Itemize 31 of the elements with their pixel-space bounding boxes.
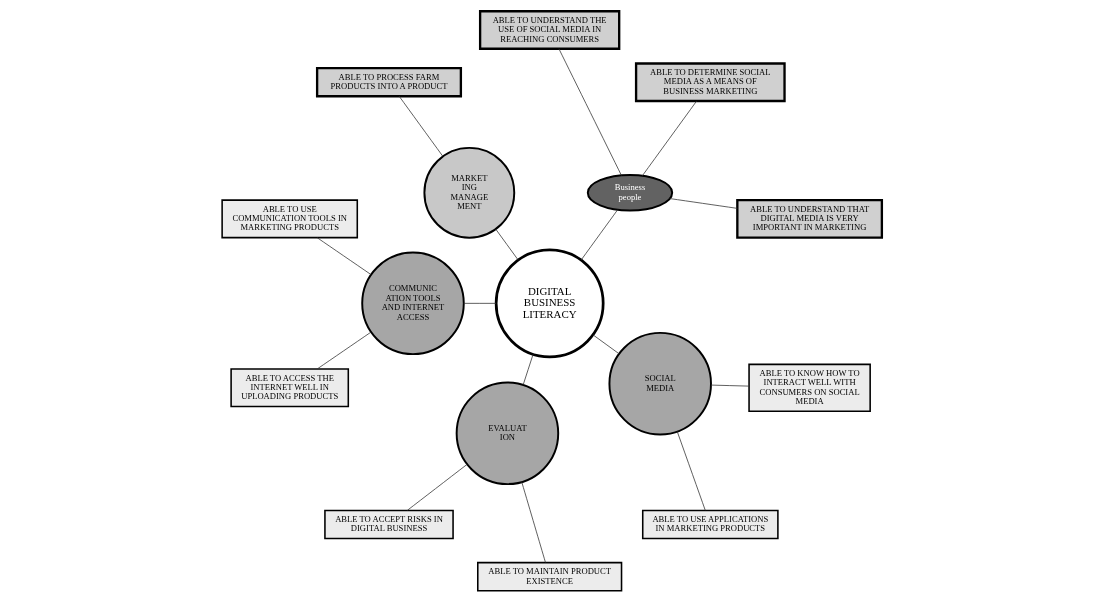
node-box: ABLE TO USE APPLICATIONS IN MARKETING PRODUCTS [641,509,779,540]
connector [316,237,372,275]
node-box: ABLE TO KNOW HOW TO INTERACT WELL WITH CONSUMERS ON SOCIAL MEDIA [748,363,871,412]
node-circle: DIGITAL BUSINESS LITERACY [494,248,605,359]
connector [558,48,622,176]
connector [676,431,706,511]
node-box: ABLE TO PROCESS FARM PRODUCTS INTO A PRODUCT [315,67,463,98]
node-box: ABLE TO MAINTAIN PRODUCT EXISTENCE [477,561,623,592]
node-box: ABLE TO UNDERSTAND THE USE OF SOCIAL MEDIA IN REACHING CONSUMERS [478,10,621,50]
node-ellipse: Business people [586,174,674,212]
connector [407,464,468,511]
node-box: ABLE TO DETERMINE SOCIAL MEDIA AS A MEANS OF BUSINESS MARKETING [634,62,786,103]
node-circle: COMMUNIC ATION TOOLS AND INTERNET ACCESS [361,251,465,356]
connector [463,302,497,304]
connector [398,95,444,157]
connector [641,100,697,177]
node-box: ABLE TO USE COMMUNICATION TOOLS IN MARKETING PRODUCTS [221,199,359,239]
node-box: ABLE TO UNDERSTAND THAT DIGITAL MEDIA IS VERY IMPORTANT IN MARKETING [736,198,884,239]
node-box: ABLE TO ACCESS THE INTERNET WELL IN UPLOADING PRODUCTS [230,368,350,408]
connector [580,209,618,261]
node-circle: EVALUAT ION [455,381,560,486]
connector [592,334,620,355]
connector [495,228,519,261]
node-circle: MARKET ING MANAGE MENT [423,146,516,239]
connector [522,353,534,386]
connector [316,331,372,370]
connector [669,198,738,209]
node-circle: SOCIAL MEDIA [608,331,712,436]
connector [710,384,750,387]
node-box: ABLE TO ACCEPT RISKS IN DIGITAL BUSINESS [324,509,454,540]
connector [521,481,546,563]
